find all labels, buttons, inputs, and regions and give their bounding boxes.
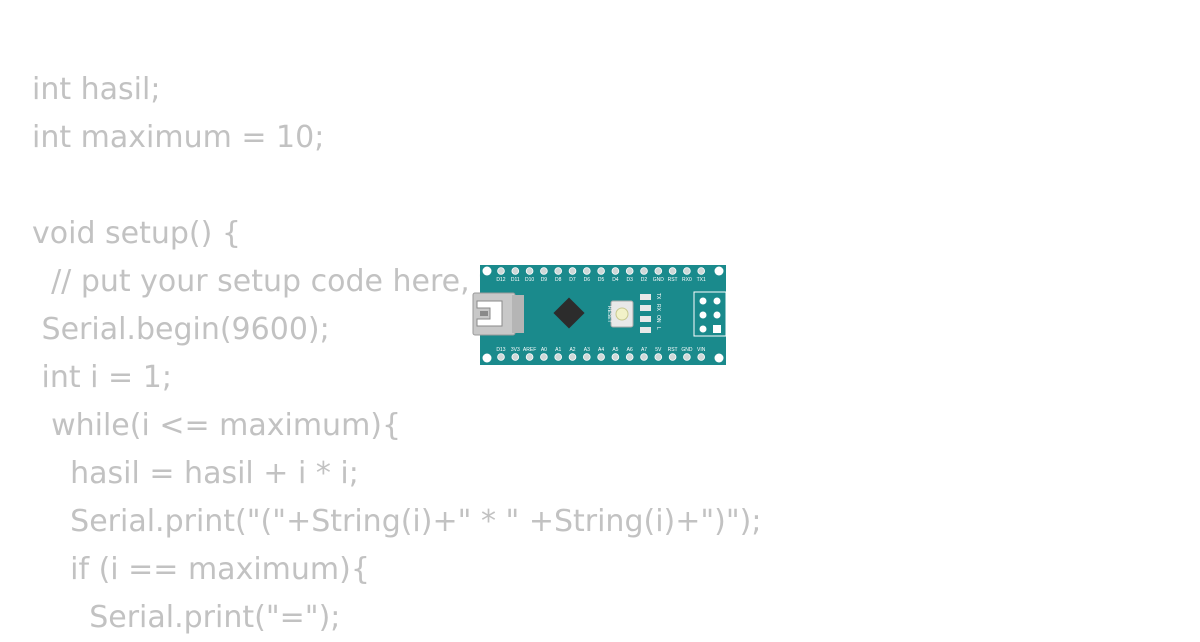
bottom-pin-label: A3	[584, 347, 590, 353]
bottom-pin-pad[interactable]	[525, 353, 534, 361]
bottom-pin-pad[interactable]	[697, 353, 706, 361]
bottom-pin-pad[interactable]	[611, 353, 620, 361]
top-pin-label: D5	[598, 277, 605, 283]
top-pin-label: D3	[626, 277, 633, 283]
code-line: int i = 1;	[32, 360, 172, 395]
led-label-rx: RX	[655, 304, 661, 312]
code-line: int maximum = 10;	[32, 120, 325, 155]
bottom-pin-pad[interactable]	[640, 353, 648, 361]
top-pin-pad[interactable]	[497, 267, 505, 275]
reset-button[interactable]	[610, 300, 634, 328]
top-pin-pad[interactable]	[611, 267, 620, 275]
bottom-pin-label: A6	[627, 347, 633, 353]
top-pin-label: RX0	[682, 277, 692, 283]
bottom-pin-label: AREF	[523, 347, 536, 353]
icsp-header-icon	[693, 291, 727, 337]
bottom-pin-label: A1	[555, 347, 561, 353]
top-pin-label: D12	[496, 277, 505, 283]
usb-connector-icon	[472, 292, 524, 336]
bottom-pin-label: GND	[681, 347, 693, 353]
code-line: Serial.print("("+String(i)+" * " +String…	[32, 504, 762, 539]
mounting-hole	[714, 353, 724, 363]
bottom-pin-pad[interactable]	[511, 353, 520, 361]
bottom-pin-label: RST	[668, 347, 678, 353]
bottom-pin-label: D13	[496, 347, 505, 353]
code-line: if (i == maximum){	[32, 552, 370, 587]
mounting-hole	[482, 353, 492, 363]
bottom-pin-label: 3V3	[511, 347, 520, 353]
top-pin-label: D9	[541, 277, 548, 283]
bottom-pin-pad[interactable]	[568, 353, 577, 361]
top-pin-label: D10	[525, 277, 534, 283]
top-pin-pad[interactable]	[525, 267, 534, 275]
top-pin-label: RST	[668, 277, 678, 283]
code-line: void setup() {	[32, 216, 241, 251]
top-pin-pad[interactable]	[640, 267, 648, 275]
code-line	[32, 162, 761, 210]
top-pin-pad[interactable]	[697, 267, 706, 275]
bottom-pin-label: A5	[612, 347, 618, 353]
reset-label: RESET	[606, 306, 612, 323]
bottom-pin-pad[interactable]	[625, 353, 634, 361]
top-pin-label: D2	[641, 277, 648, 283]
bottom-pin-pad[interactable]	[654, 353, 663, 361]
bottom-pin-pad[interactable]	[597, 353, 605, 361]
bottom-pin-label: A4	[598, 347, 604, 353]
code-line: hasil = hasil + i * i;	[32, 456, 359, 491]
top-pin-label: D11	[511, 277, 520, 283]
code-line: Serial.begin(9600);	[32, 312, 330, 347]
bottom-pin-label: A0	[541, 347, 547, 353]
code-editor[interactable]: int hasil; int maximum = 10; void setup() …	[32, 66, 761, 642]
bottom-pin-label: 5V	[655, 347, 662, 353]
rx-led-icon	[640, 305, 651, 311]
top-pin-label: D6	[584, 277, 591, 283]
top-pin-pad[interactable]	[654, 267, 663, 275]
top-pin-pad[interactable]	[568, 267, 577, 275]
top-pin-pad[interactable]	[668, 267, 677, 275]
bottom-pin-label: A2	[569, 347, 575, 353]
bottom-pin-pad[interactable]	[497, 353, 505, 361]
top-pin-label: D8	[555, 277, 562, 283]
top-pin-label: D4	[612, 277, 619, 283]
led-label-tx: TX	[655, 293, 661, 300]
bottom-pin-pad[interactable]	[540, 353, 548, 361]
bottom-pin-pad[interactable]	[668, 353, 677, 361]
top-pin-pad[interactable]	[625, 267, 634, 275]
on-led-icon	[640, 316, 651, 322]
top-pin-label: TX1	[697, 277, 706, 283]
code-line: Serial.print("=");	[32, 600, 341, 635]
led-label-on: ON	[655, 315, 661, 323]
bottom-pin-pad[interactable]	[683, 353, 691, 361]
bottom-pin-pad[interactable]	[583, 353, 591, 361]
code-line: while(i <= maximum){	[32, 408, 402, 443]
l-led-icon	[640, 327, 651, 333]
top-pin-pad[interactable]	[540, 267, 548, 275]
code-line: int hasil;	[32, 72, 161, 107]
arduino-nano-board[interactable]: RESET TX RX ON L D12 D11 D10 D9 D8 D7 D6 D5 D4 D3…	[472, 264, 728, 366]
top-pin-pad[interactable]	[683, 267, 691, 275]
mounting-hole	[482, 266, 492, 276]
led-label-l: L	[655, 327, 661, 330]
bottom-pin-pad[interactable]	[554, 353, 562, 361]
top-pin-pad[interactable]	[511, 267, 520, 275]
bottom-pin-label: A7	[641, 347, 647, 353]
top-pin-pad[interactable]	[597, 267, 605, 275]
top-pin-pad[interactable]	[583, 267, 591, 275]
top-pin-label: D7	[569, 277, 576, 283]
bottom-pin-label: VIN	[697, 347, 706, 353]
mounting-hole	[714, 266, 724, 276]
top-pin-label: GND	[653, 277, 665, 283]
top-pin-pad[interactable]	[554, 267, 562, 275]
tx-led-icon	[640, 294, 651, 300]
